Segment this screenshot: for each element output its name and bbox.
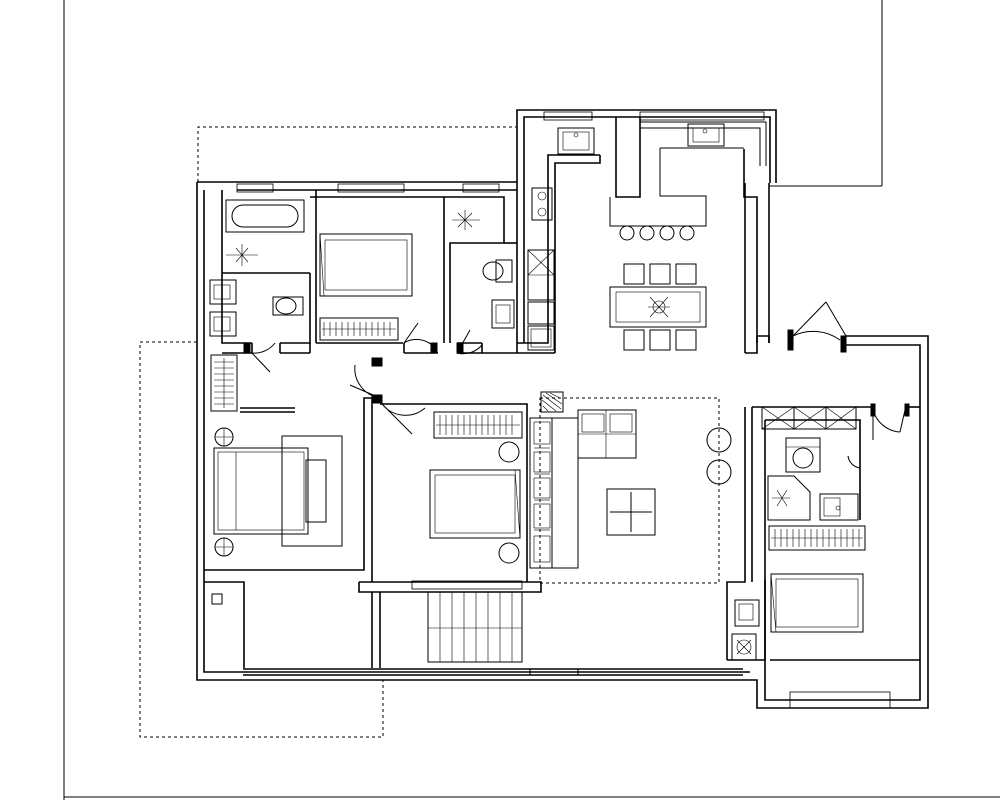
door-swing-icon [251, 301, 906, 469]
kitchen [527, 121, 767, 351]
sink-icon [209, 279, 237, 337]
bathroom-east [761, 406, 859, 521]
nightstand-lamp [498, 441, 520, 463]
coffee-table [606, 488, 656, 536]
sink-icon [557, 127, 595, 155]
shower-icon [767, 475, 811, 521]
sofa-icon [529, 409, 637, 569]
window-icon [236, 111, 891, 709]
bed-icon [213, 435, 343, 547]
wardrobe-icon [210, 354, 238, 412]
nightstand-lamp [214, 427, 234, 557]
appliance-columns [731, 599, 760, 661]
bathroom-north [452, 210, 515, 329]
wardrobe-icon [761, 406, 857, 430]
living-room [529, 391, 732, 569]
bed-icon [429, 469, 521, 539]
bedroom-north [319, 233, 413, 341]
dining-table-icon [609, 286, 707, 328]
dining-chairs [623, 263, 697, 351]
sink-icon [819, 493, 859, 521]
master-bedroom [210, 354, 343, 605]
bedroom-east [731, 525, 866, 661]
bar-stools [619, 225, 695, 241]
wardrobe-icon [319, 317, 399, 341]
side-table [706, 427, 732, 453]
nightstand-lamp [498, 542, 520, 564]
dining [609, 263, 707, 351]
stove-icon [531, 187, 553, 221]
stove-icon [731, 633, 757, 661]
shower-icon [452, 210, 480, 230]
wardrobe-icon [433, 411, 523, 439]
sink-icon [491, 299, 515, 329]
side-table [706, 459, 732, 485]
bed-icon [319, 233, 413, 297]
interior-walls [204, 117, 920, 668]
appliance-columns [527, 249, 555, 351]
bed-icon [770, 573, 864, 633]
bedroom-center [429, 411, 523, 564]
sheet-frame [63, 0, 1000, 800]
bathroom-northwest [209, 199, 305, 337]
bathtub-icon [225, 199, 305, 233]
shower-icon [226, 244, 258, 266]
toilet-icon [272, 296, 304, 316]
wardrobe-icon [768, 525, 866, 551]
dashed-outline [139, 126, 720, 738]
plant-icon [540, 391, 564, 413]
toilet-icon [785, 437, 821, 473]
sink-icon [687, 123, 725, 147]
toilet-icon [482, 259, 513, 283]
stair [427, 591, 523, 663]
